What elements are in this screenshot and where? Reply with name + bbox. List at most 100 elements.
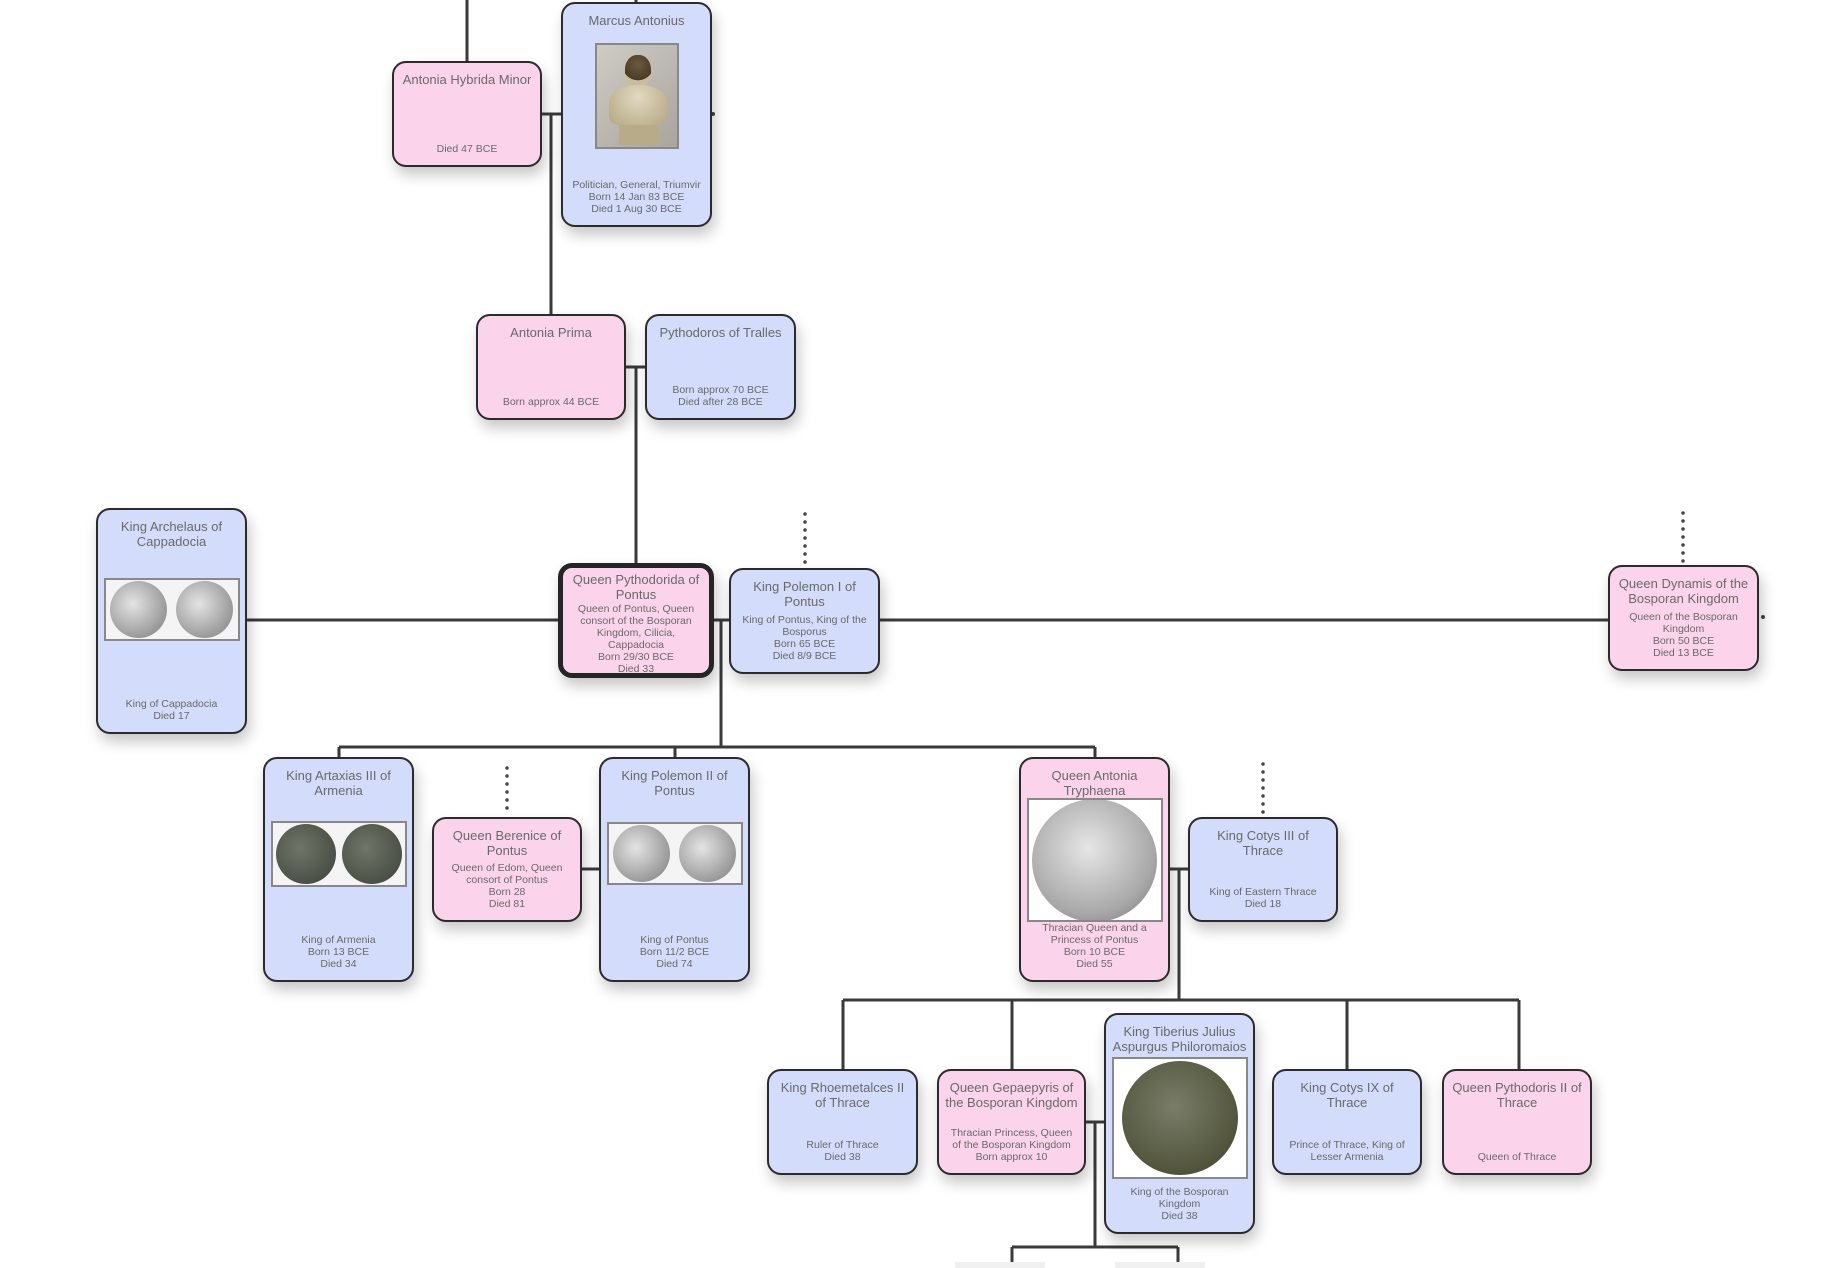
partial-box (955, 1262, 1045, 1268)
more-spouses-dot (711, 112, 715, 116)
person-name: King Polemon I of Pontus (753, 579, 856, 609)
detail-line: Thracian Princess, Queen of the Bosporan… (950, 1127, 1073, 1151)
detail-line: King of Pontus, King of the Bosporus (742, 614, 867, 638)
person-name: Antonia Prima (510, 325, 592, 340)
detail-line: Born 11/2 BCE (639, 945, 710, 958)
detail-line: Died 47 BCE (436, 143, 498, 155)
detail-line: Born 29/30 BCE (598, 651, 674, 663)
detail-line: Died 55 (1076, 958, 1113, 970)
detail-line: Born 10 BCE (1063, 946, 1126, 958)
person-details: Born approx 44 BCE (503, 396, 599, 408)
person-name: Queen Berenice of Pontus (452, 828, 562, 858)
detail-line: Born 13 BCE (307, 945, 370, 958)
detail-line: Queen of the Bosporan Kingdom (1629, 611, 1738, 635)
detail-line: Prince of Thrace, King of Lesser Armenia (1289, 1139, 1405, 1163)
silver-coin-portrait-image (1026, 798, 1163, 922)
detail-line: Born 14 Jan 83 BCE (588, 191, 685, 203)
detail-line: Born 50 BCE (1652, 635, 1715, 647)
detail-line: Died 33 (617, 663, 655, 675)
detail-line: Born approx 44 BCE (502, 396, 600, 408)
detail-line: Thracian Queen and a Princess of Pontus (1042, 922, 1147, 946)
person-name: Pythodoros of Tralles (659, 325, 782, 340)
person-details: Queen of Thrace (1478, 1151, 1557, 1163)
detail-line: Died 13 BCE (1653, 647, 1714, 659)
detail-line: Born 28 (488, 886, 526, 898)
person-name: King Cotys III of Thrace (1217, 828, 1309, 858)
coin-icon (679, 825, 736, 883)
detail-line: Died 18 (1244, 898, 1282, 910)
coin-icon (110, 580, 167, 638)
detail-line: Born approx 10 (975, 1151, 1048, 1163)
coin-icon (176, 580, 233, 638)
person-name: Queen Antonia Tryphaena (1051, 768, 1138, 798)
person-name: Marcus Antonius (588, 13, 685, 28)
person-name: Queen Pythodorida of Pontus (572, 572, 700, 602)
detail-line: Died 74 (656, 957, 693, 970)
detail-line: King of the Bosporan Kingdom (1130, 1185, 1229, 1210)
marble-bust-portrait-image (594, 43, 679, 149)
partial-box (1115, 1262, 1205, 1268)
person-card-queen-gepaepyris[interactable]: Queen Gepaepyris of the Bosporan Kingdom… (937, 1069, 1086, 1175)
bronze-coin-portrait-image (1111, 1057, 1248, 1180)
detail-line: Died 38 (1161, 1209, 1198, 1222)
person-name: King Artaxias III of Armenia (286, 768, 391, 798)
coin-icon (275, 824, 336, 885)
person-name: King Polemon II of Pontus (621, 768, 728, 798)
detail-line: Died 17 (153, 709, 190, 722)
person-name: King Tiberius Julius Aspurgus Philoromai… (1112, 1024, 1247, 1054)
bronze-coin-pair-image (270, 821, 407, 888)
detail-line: Queen of Edom, Queen consort of Pontus (451, 862, 563, 886)
detail-line: King of Eastern Thrace (1209, 886, 1317, 898)
detail-line: Politician, General, Triumvir (572, 179, 701, 191)
detail-line: Queen of Pontus, Queen consort of the Bo… (577, 603, 695, 651)
detail-line: Queen of Thrace (1477, 1151, 1557, 1163)
silver-coin-pair-image (103, 577, 240, 641)
person-name: King Rhoemetalces II of Thrace (780, 1080, 905, 1110)
detail-line: Born approx 70 BCE (672, 384, 769, 396)
coin-icon (341, 824, 402, 885)
detail-line: Ruler of Thrace (806, 1139, 879, 1151)
detail-line: King of Armenia (301, 933, 376, 946)
person-name: Queen Pythodoris II of Thrace (1452, 1080, 1582, 1110)
detail-line: Died after 28 BCE (678, 396, 763, 408)
detail-line: Died 1 Aug 30 BCE (591, 203, 682, 215)
detail-line: Died 38 (824, 1151, 861, 1163)
person-name: Queen Gepaepyris of the Bosporan Kingdom (945, 1080, 1078, 1110)
person-name: King Cotys IX of Thrace (1300, 1080, 1394, 1110)
coin-icon (1032, 800, 1157, 920)
coin-icon (613, 825, 670, 883)
person-details: Died 47 BCE (437, 143, 498, 155)
silver-coin-pair-image (606, 822, 743, 886)
person-card-king-tiberius-julius-aspurgus[interactable]: King Tiberius Julius Aspurgus Philoromai… (1104, 1013, 1255, 1234)
person-details: Thracian Princess, Queen of the Bosporan… (945, 1127, 1078, 1163)
person-name: King Archelaus of Cappadocia (120, 519, 223, 549)
person-name: Queen Dynamis of the Bosporan Kingdom (1618, 576, 1749, 606)
coin-icon (1121, 1061, 1238, 1176)
person-name: Antonia Hybrida Minor (402, 72, 532, 87)
detail-line: King of Pontus (640, 933, 709, 946)
detail-line: Born 65 BCE (773, 638, 836, 650)
